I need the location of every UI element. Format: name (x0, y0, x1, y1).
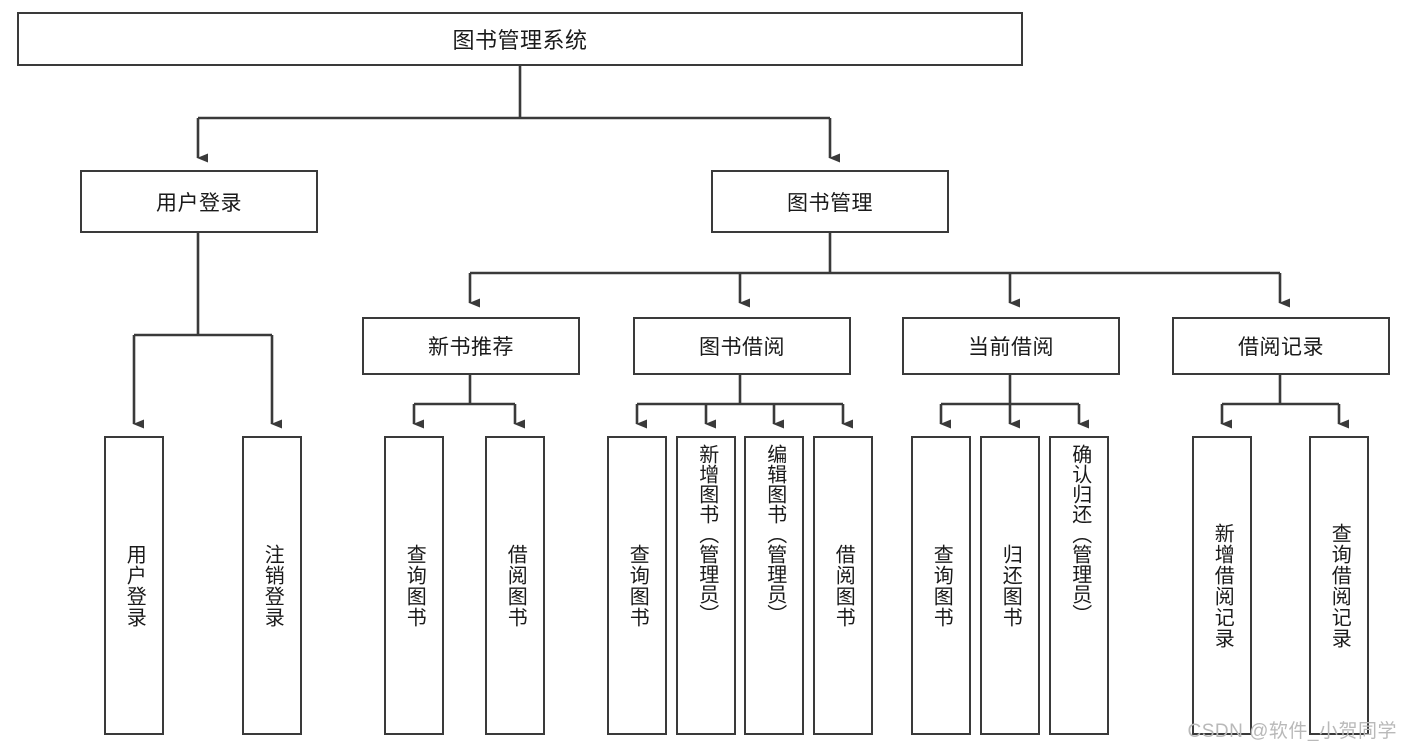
node-leaf-user-login-label: 用户登录 (123, 543, 146, 628)
watermark: CSDN @软件_小贺同学 (1187, 721, 1397, 742)
node-leaf-return-book[interactable]: 归还图书 (980, 436, 1040, 735)
node-leaf-borrow-book-1-label: 借阅图书 (504, 543, 527, 628)
node-leaf-query-book-1-label: 查询图书 (403, 543, 426, 628)
node-current-borrow[interactable]: 当前借阅 (902, 317, 1120, 375)
node-book-manage-label: 图书管理 (787, 191, 873, 215)
node-leaf-confirm-return-label: 确认归还（管理员） (1068, 444, 1091, 624)
node-new-book-recommend[interactable]: 新书推荐 (362, 317, 580, 375)
node-leaf-borrow-book-2[interactable]: 借阅图书 (813, 436, 873, 735)
node-book-manage[interactable]: 图书管理 (711, 170, 949, 233)
node-user-login-label: 用户登录 (156, 191, 242, 215)
node-root[interactable]: 图书管理系统 (17, 12, 1023, 66)
node-leaf-add-book[interactable]: 新增图书（管理员） (676, 436, 736, 735)
node-leaf-user-logout[interactable]: 注销登录 (242, 436, 302, 735)
node-leaf-query-book-2[interactable]: 查询图书 (607, 436, 667, 735)
node-leaf-edit-book-label: 编辑图书（管理员） (763, 444, 786, 624)
node-book-borrow-label: 图书借阅 (699, 336, 785, 359)
node-leaf-query-book-1[interactable]: 查询图书 (384, 436, 444, 735)
node-leaf-query-book-3[interactable]: 查询图书 (911, 436, 971, 735)
node-leaf-query-record-label: 查询借阅记录 (1328, 522, 1351, 649)
node-leaf-add-record-label: 新增借阅记录 (1211, 522, 1234, 649)
node-leaf-user-logout-label: 注销登录 (261, 543, 284, 628)
node-leaf-user-login[interactable]: 用户登录 (104, 436, 164, 735)
node-new-book-recommend-label: 新书推荐 (428, 336, 514, 359)
node-leaf-return-book-label: 归还图书 (999, 543, 1022, 628)
node-leaf-edit-book[interactable]: 编辑图书（管理员） (744, 436, 804, 735)
node-leaf-query-record[interactable]: 查询借阅记录 (1309, 436, 1369, 735)
node-leaf-query-book-2-label: 查询图书 (626, 543, 649, 628)
node-leaf-add-record[interactable]: 新增借阅记录 (1192, 436, 1252, 735)
node-root-label: 图书管理系统 (452, 28, 588, 53)
node-user-login[interactable]: 用户登录 (80, 170, 318, 233)
node-borrow-record-label: 借阅记录 (1238, 336, 1324, 359)
node-leaf-query-book-3-label: 查询图书 (930, 543, 953, 628)
node-leaf-borrow-book-2-label: 借阅图书 (832, 543, 855, 628)
node-borrow-record[interactable]: 借阅记录 (1172, 317, 1390, 375)
node-book-borrow[interactable]: 图书借阅 (633, 317, 851, 375)
node-leaf-confirm-return[interactable]: 确认归还（管理员） (1049, 436, 1109, 735)
node-current-borrow-label: 当前借阅 (968, 336, 1054, 359)
node-leaf-borrow-book-1[interactable]: 借阅图书 (485, 436, 545, 735)
node-leaf-add-book-label: 新增图书（管理员） (695, 444, 718, 624)
